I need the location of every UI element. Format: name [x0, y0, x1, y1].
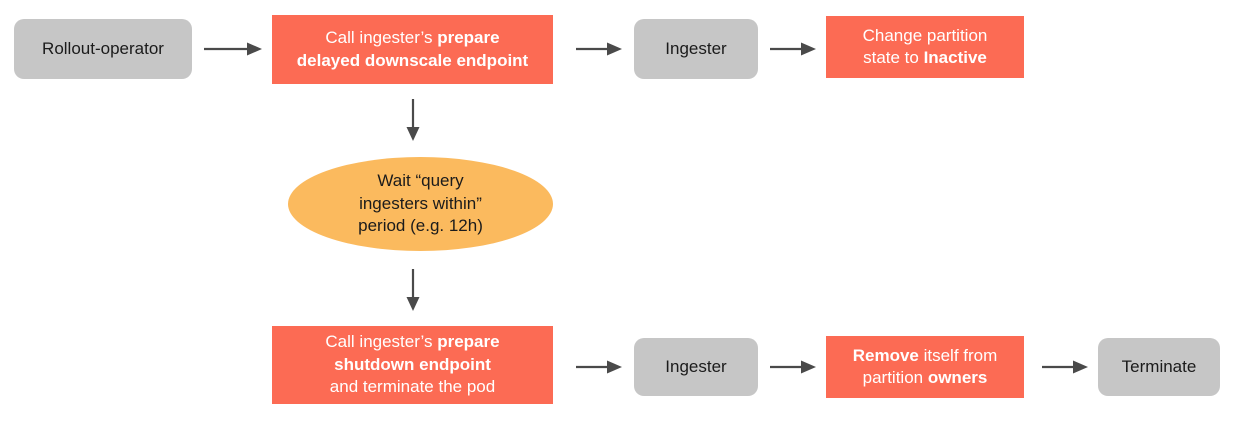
node-ingester-bottom-label: Ingester: [665, 356, 727, 376]
edge-prepare-delayed-to-ingester-top: [576, 40, 622, 58]
edge-wait-to-prepare-shutdown: [404, 269, 422, 311]
node-terminate[interactable]: Terminate: [1098, 338, 1220, 396]
edge-ingester-bottom-to-remove-owners: [770, 358, 816, 376]
edge-prepare-shutdown-to-ingester-bottom: [576, 358, 622, 376]
edge-prepare-delayed-to-wait: [404, 99, 422, 141]
edge-rollout-to-prepare-delayed: [204, 40, 262, 58]
node-terminate-label: Terminate: [1121, 356, 1197, 376]
node-ingester-top-label: Ingester: [665, 38, 727, 58]
edge-remove-owners-to-terminate: [1042, 358, 1088, 376]
node-rollout-operator[interactable]: Rollout-operator: [14, 19, 192, 79]
node-ingester-bottom[interactable]: Ingester: [634, 338, 758, 396]
edge-ingester-top-to-change-partition: [770, 40, 816, 58]
node-rollout-operator-label: Rollout-operator: [42, 38, 164, 58]
node-ingester-top[interactable]: Ingester: [634, 19, 758, 79]
